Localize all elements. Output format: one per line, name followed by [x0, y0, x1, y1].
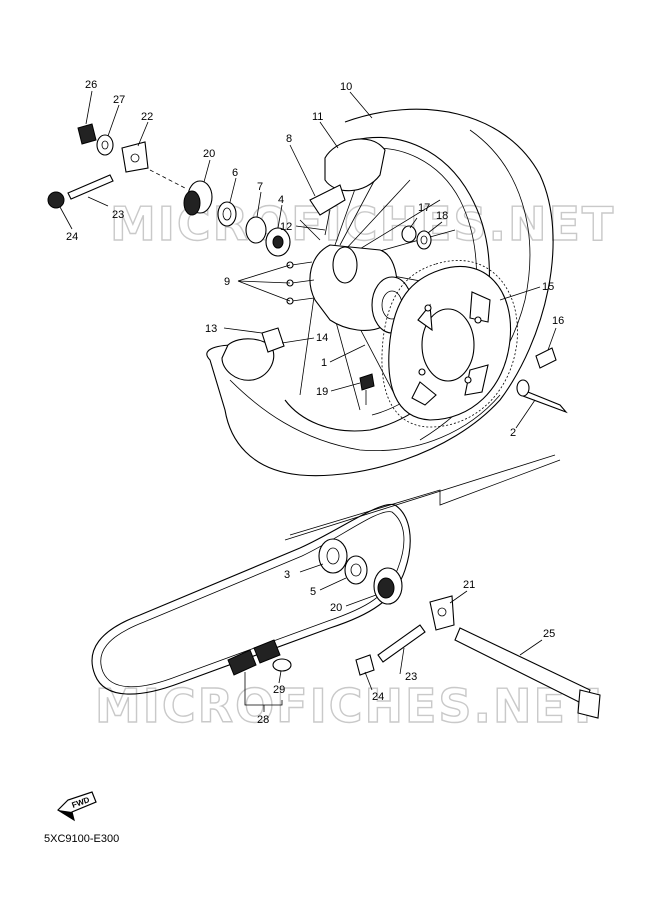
washer-27 — [96, 134, 114, 156]
caliper-bracket — [221, 338, 275, 381]
seal-6 — [217, 201, 237, 227]
callout-labels: 26 27 22 20 6 7 4 10 11 8 12 9 13 14 1 1… — [66, 79, 564, 726]
callout-6: 6 — [232, 167, 238, 179]
callout-10: 10 — [340, 81, 352, 93]
adjust-bolt-23 — [67, 174, 114, 200]
callout-4: 4 — [278, 194, 284, 206]
rear-wheel-assembly — [206, 108, 554, 477]
nut-24 — [47, 191, 65, 209]
callout-7: 7 — [257, 181, 263, 193]
callout-25: 25 — [543, 628, 555, 640]
adjust-bolt-23b — [377, 624, 426, 663]
leader-lines — [59, 90, 557, 712]
callout-29: 29 — [273, 684, 285, 696]
callout-18: 18 — [436, 210, 448, 222]
washer-18 — [416, 230, 432, 250]
callout-28: 28 — [257, 714, 269, 726]
bearing-3 — [318, 538, 348, 574]
rear-sprocket — [381, 260, 518, 428]
valve-cap — [359, 373, 375, 391]
callout-17: 17 — [418, 202, 430, 214]
nut-26 — [77, 123, 97, 145]
callout-21: 21 — [463, 579, 475, 591]
callout-24b: 24 — [372, 691, 384, 703]
callout-8: 8 — [286, 133, 292, 145]
clip-29 — [272, 658, 292, 672]
callout-23: 23 — [112, 209, 124, 221]
callout-20b: 20 — [330, 602, 342, 614]
hub-bolts — [286, 261, 315, 305]
callout-5: 5 — [310, 586, 316, 598]
callout-16: 16 — [552, 315, 564, 327]
fwd-arrow-icon: FWD — [57, 791, 97, 822]
callout-2: 2 — [510, 427, 516, 439]
callout-24: 24 — [66, 231, 78, 243]
callout-12: 12 — [280, 221, 292, 233]
nut-24b — [355, 654, 375, 676]
rim-band — [324, 138, 386, 192]
tire — [206, 108, 554, 477]
callout-19: 19 — [316, 386, 328, 398]
circlip-7 — [245, 216, 267, 244]
nut-17 — [401, 225, 417, 243]
callout-14: 14 — [316, 332, 328, 344]
seal-5 — [344, 555, 368, 585]
hub-side-parts — [47, 123, 291, 257]
group-bracket-top — [289, 459, 561, 536]
lower-assembly — [91, 454, 601, 719]
drive-chain — [91, 503, 411, 695]
callout-22: 22 — [141, 111, 153, 123]
callout-9: 9 — [224, 276, 230, 288]
callout-20: 20 — [203, 148, 215, 160]
right-side-parts — [516, 347, 568, 414]
callout-11: 11 — [312, 111, 323, 123]
adjuster-21 — [429, 595, 455, 631]
master-link — [227, 639, 292, 676]
callout-15: 15 — [542, 281, 554, 293]
callout-1: 1 — [321, 357, 327, 369]
diagram-code: 5XC9100-E300 — [44, 833, 119, 845]
callout-23b: 23 — [405, 671, 417, 683]
tube-valve-part — [309, 184, 346, 216]
bolt-16 — [535, 347, 557, 369]
callout-26: 26 — [85, 79, 97, 91]
watermark-bottom: MICROFICHES.NET — [95, 679, 600, 733]
callout-3: 3 — [284, 569, 290, 581]
callout-27: 27 — [113, 94, 125, 106]
adjuster-22 — [121, 141, 149, 173]
callout-13: 13 — [205, 323, 217, 335]
